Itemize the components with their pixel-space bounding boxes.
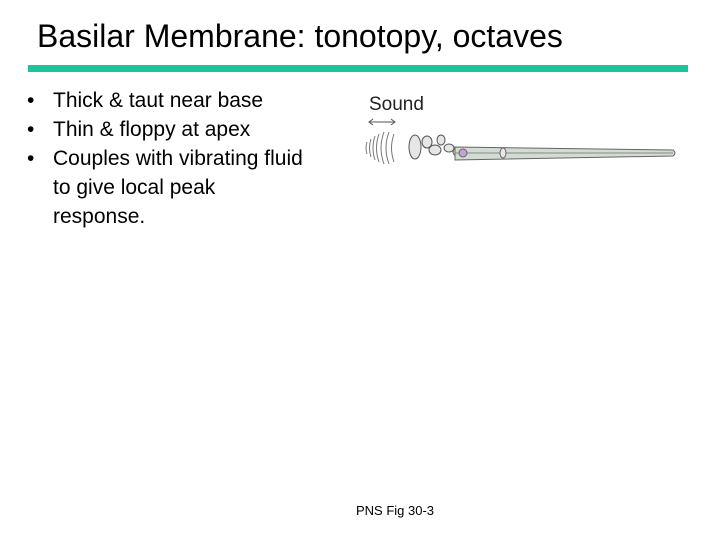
bullet-mark: • — [27, 89, 35, 112]
bullet-item: • Thin & floppy at apex — [27, 115, 307, 144]
bullet-text: Couples with vibrating fluid to give loc… — [53, 147, 303, 228]
sound-wave-icon — [365, 131, 395, 165]
bullet-text: Thick & taut near base — [53, 89, 264, 112]
bullet-item: • Couples with vibrating fluid to give l… — [27, 144, 307, 231]
slide-title: Basilar Membrane: tonotopy, octaves — [37, 18, 563, 54]
bullet-mark: • — [27, 118, 35, 141]
sound-arrow-icon — [368, 118, 396, 126]
bullet-mark: • — [27, 147, 35, 170]
middle-ear-icon — [408, 134, 462, 160]
cochlea-figure: Sound — [355, 92, 685, 172]
figure-caption: PNS Fig 30-3 — [356, 503, 435, 518]
basilar-membrane-icon — [454, 146, 676, 161]
cochlea-illustration — [365, 118, 676, 165]
bullet-text: Thin & floppy at apex — [53, 118, 251, 141]
bullet-item: • Thick & taut near base — [27, 86, 307, 115]
bullet-list: • Thick & taut near base • Thin & floppy… — [27, 86, 307, 231]
sound-label: Sound — [369, 94, 424, 115]
title-underline — [28, 65, 688, 72]
